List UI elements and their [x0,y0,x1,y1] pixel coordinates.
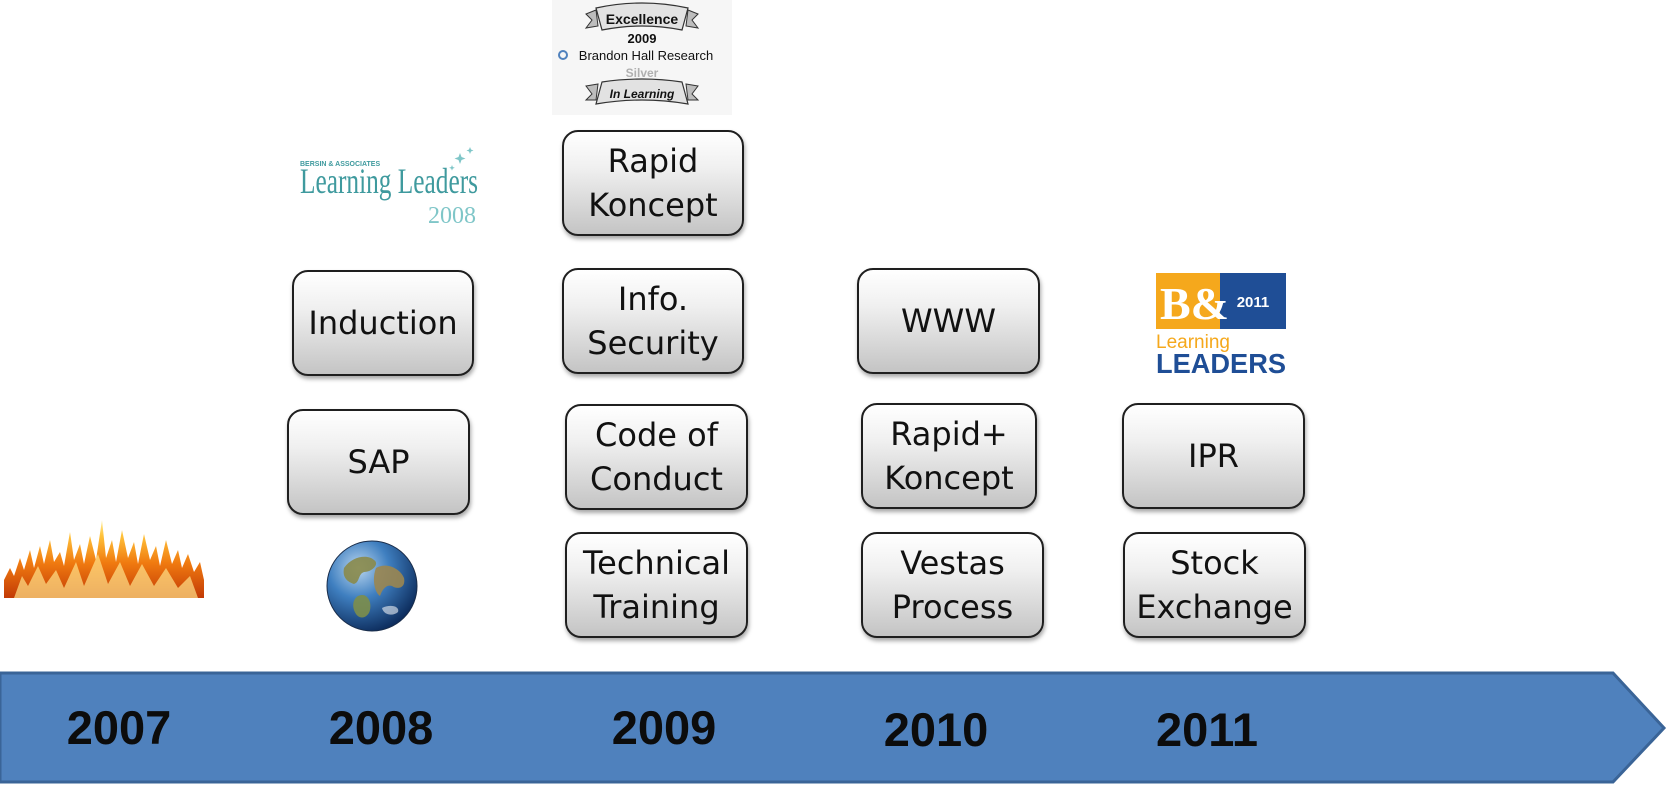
sap-box: SAP [287,409,470,515]
year-label-2011: 2011 [1156,703,1258,756]
ipr-box: IPR [1122,403,1305,509]
brandon-hall-research-text: Brandon Hall Research [579,48,713,63]
brandon-hall-award-badge: Excellence 2009 Brandon Hall Research Si… [552,0,732,115]
rapid-plus-koncept-box: Rapid+ Koncept [861,403,1037,509]
in-learning-text: In Learning [610,87,675,101]
technical-training-box: Technical Training [565,532,748,638]
logo-year-2008: 2008 [428,203,476,227]
year-label-2007: 2007 [66,701,172,754]
logo-year-2011: 2011 [1237,294,1270,311]
learning-leaders-2011-logo: B& 2011 Learning LEADERS [1154,273,1288,379]
learning-leaders-2008-logo: BERSIN & ASSOCIATES Learning Leaders 200… [300,145,480,229]
excellence-text: Excellence [606,11,679,27]
learning-text: Learning [1156,332,1230,353]
leaders-text: LEADERS [1156,348,1286,377]
b-and-mark: B& [1160,278,1229,329]
info-security-box: Info. Security [562,268,744,374]
year-label-2010: 2010 [883,703,989,756]
award-year-text: 2009 [628,31,657,46]
induction-box: Induction [292,270,474,376]
vestas-process-box: Vestas Process [861,532,1044,638]
learning-leaders-text: Learning Leaders [300,161,478,201]
stock-exchange-box: Stock Exchange [1123,532,1306,638]
www-box: WWW [857,268,1040,374]
timeline-arrow [0,671,1667,784]
rapid-koncept-box: Rapid Koncept [562,130,744,236]
fire-icon [4,520,204,598]
silver-text: Silver [626,66,659,80]
year-label-2009: 2009 [611,701,717,754]
year-label-2008: 2008 [328,701,434,754]
globe-icon [326,540,418,632]
bersin-associates-text: BERSIN & ASSOCIATES [300,161,380,168]
code-of-conduct-box: Code of Conduct [565,404,748,510]
